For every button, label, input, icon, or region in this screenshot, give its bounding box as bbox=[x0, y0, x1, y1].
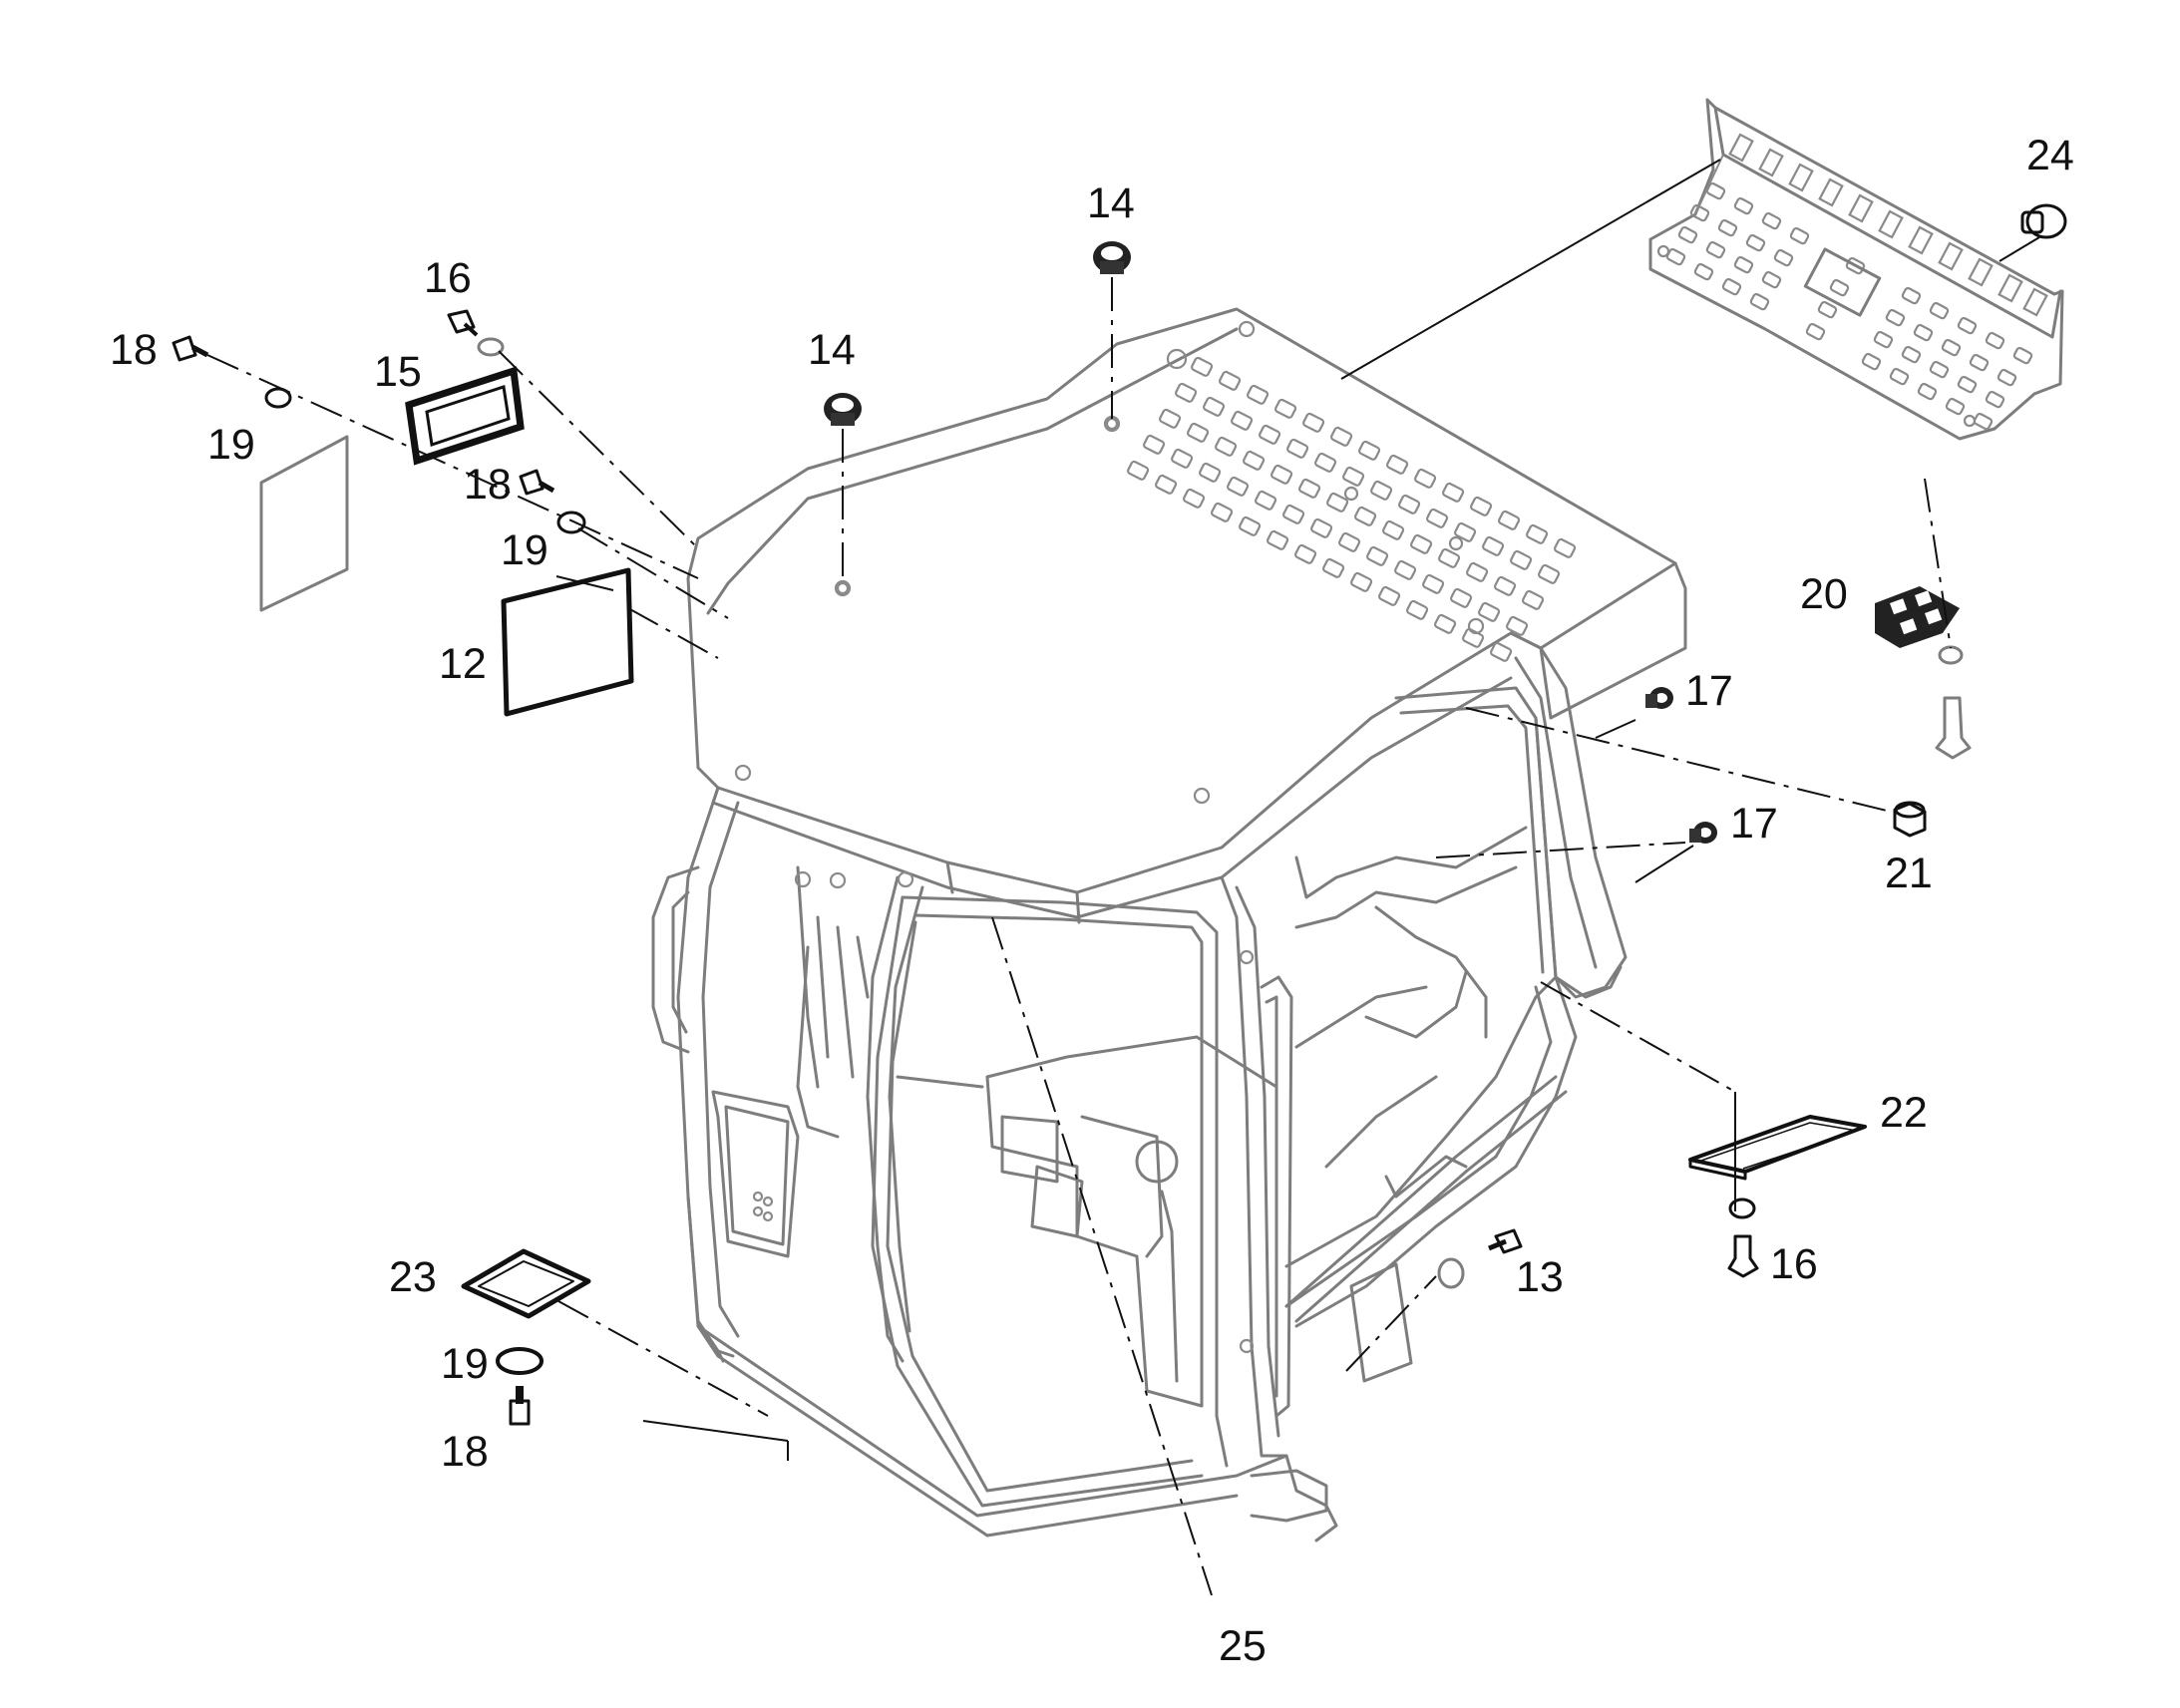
callout-22: 22 bbox=[1880, 1089, 1928, 1137]
callout-25: 25 bbox=[1219, 1622, 1267, 1670]
part-17-grommet-b bbox=[1689, 822, 1717, 844]
leader-lines bbox=[206, 159, 2040, 1596]
grey-cover-plate bbox=[259, 435, 349, 612]
callout-20: 20 bbox=[1800, 570, 1848, 618]
part-18-bolt-a bbox=[172, 335, 209, 362]
part-12-cover-gasket bbox=[501, 567, 634, 717]
part-16-screw-top bbox=[447, 309, 505, 357]
callout-14-top: 14 bbox=[1087, 179, 1135, 227]
part-16-screw-bottom bbox=[1727, 1197, 1759, 1278]
callout-12: 12 bbox=[439, 640, 487, 688]
part-14-cap-b bbox=[824, 393, 862, 426]
part-18-bolt-b bbox=[519, 469, 555, 496]
part-24-plug bbox=[2020, 203, 2067, 239]
callout-16-top: 16 bbox=[424, 254, 472, 302]
callout-18-top-left: 18 bbox=[110, 326, 158, 374]
part-14-cap-a bbox=[1093, 241, 1131, 274]
part-22-plate bbox=[1688, 1115, 1867, 1181]
part-17-grommet-a bbox=[1645, 687, 1673, 709]
part-21-plug bbox=[1893, 801, 1927, 838]
callout-19-bottom: 19 bbox=[441, 1340, 489, 1388]
roof-vent-slots bbox=[1125, 356, 1577, 663]
part-13-bolt bbox=[1437, 1228, 1523, 1289]
callout-23: 23 bbox=[389, 1253, 437, 1301]
callout-labels: 12 13 14 14 15 16 16 17 17 18 18 18 19 1… bbox=[110, 132, 2074, 1670]
callout-16-bottom: 16 bbox=[1770, 1240, 1818, 1288]
rear-grille-panel bbox=[1648, 98, 2064, 441]
callout-14-left: 14 bbox=[808, 326, 856, 374]
callout-17-bottom: 17 bbox=[1730, 800, 1778, 848]
callout-15: 15 bbox=[374, 348, 422, 396]
callout-19-middle: 19 bbox=[501, 526, 548, 574]
grey-small-plate bbox=[1349, 1262, 1413, 1383]
part-19-washer-c bbox=[496, 1347, 544, 1375]
part-19-washer-b bbox=[556, 511, 586, 534]
callout-19-top-left: 19 bbox=[207, 421, 255, 469]
part-19-washer-a bbox=[264, 387, 292, 409]
part-23-gasket bbox=[461, 1248, 591, 1319]
cab-frame bbox=[651, 307, 1687, 1542]
part-20-bracket bbox=[1875, 586, 1972, 760]
part-15-gasket bbox=[405, 366, 525, 466]
callout-24: 24 bbox=[2026, 132, 2074, 179]
callout-17-top: 17 bbox=[1685, 667, 1733, 715]
callout-21: 21 bbox=[1885, 850, 1933, 897]
callout-13: 13 bbox=[1516, 1253, 1564, 1301]
part-18-bolt-c bbox=[509, 1386, 531, 1426]
callout-18-middle: 18 bbox=[464, 461, 512, 509]
callout-18-bottom: 18 bbox=[441, 1428, 489, 1476]
